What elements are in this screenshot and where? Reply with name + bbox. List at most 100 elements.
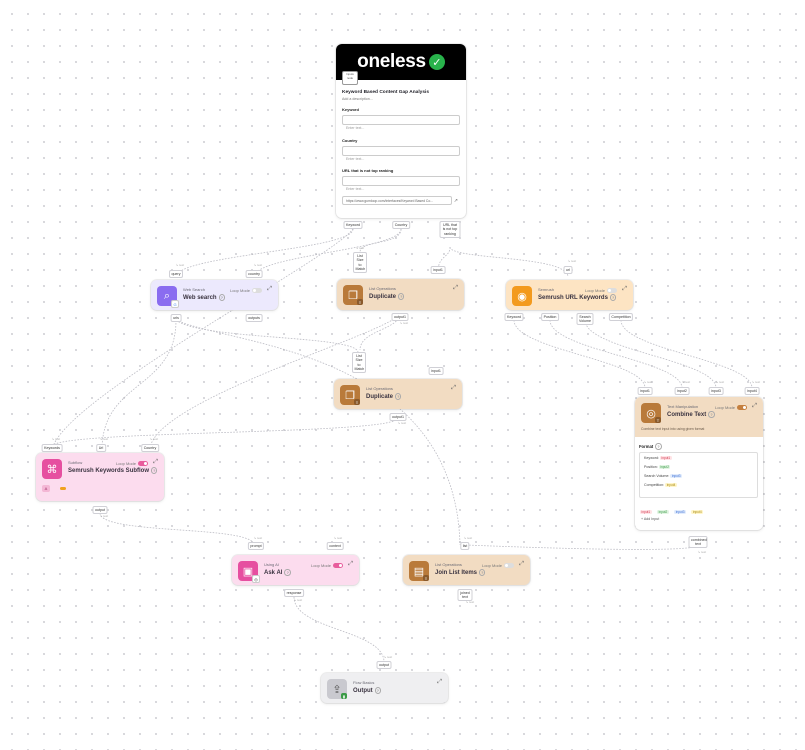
chip-input3[interactable]: input3 [674,510,686,515]
web-search-node[interactable]: ⌕ G Web Search Web search? Loop Mode ⤢ [151,280,278,310]
info-icon[interactable]: ? [284,569,291,576]
web-search-title: Web search? [183,294,226,301]
port-out-position[interactable]: Position [541,313,559,321]
info-icon[interactable]: ? [218,294,226,301]
info-icon[interactable]: ? [395,393,402,400]
info-icon[interactable]: ? [374,687,382,694]
interface-url[interactable]: https://www.gumloop.com/interfaces/Keywo… [342,196,452,205]
chip-input1[interactable]: input1 [640,510,652,515]
duplicate1-title: Duplicate? [369,293,405,300]
port-out-country[interactable]: Country [392,221,410,229]
combine-text-node[interactable]: ◎ T Text Manipulation Combine Text? Loop… [635,397,763,530]
edge-response-output [293,596,385,663]
subflow-node[interactable]: ⌘ Subflow Semrush Keywords Subflow? Loop… [36,453,164,501]
port-in-input1[interactable]: input1 [430,266,446,274]
port-in-url[interactable]: Url [96,444,106,452]
port-in-output[interactable]: output [376,661,392,669]
port-out-competition[interactable]: Competition [608,313,634,321]
port-in-input1[interactable]: input1 [637,387,653,395]
info-icon[interactable]: ? [479,569,486,576]
web-search-loop-mode[interactable]: Loop Mode [230,288,262,294]
port-in-list-size[interactable]: List Size to Match [352,352,366,373]
port-in-url[interactable]: url [563,266,573,274]
port-out-output1[interactable]: output1 [389,413,407,421]
chip-input1: input1 [659,456,672,461]
add-input-button[interactable]: + Add Input [641,517,659,521]
port-in-list-size[interactable]: List Size to Match [353,252,367,273]
join-title: Join List Items? [435,569,486,576]
keyword-field[interactable] [343,124,459,132]
port-in-input2[interactable]: input2 [674,387,690,395]
semrush-title: Semrush URL Keywords? [538,294,617,301]
country-field[interactable] [343,155,459,163]
port-out-joined-text[interactable]: joined text [457,589,473,601]
loop-toggle[interactable] [504,563,514,569]
port-in-keywords[interactable]: Keywords [41,444,63,452]
expand-icon[interactable]: ⤢ [453,285,458,291]
port-out-response[interactable]: response [284,589,304,597]
expand-icon[interactable]: ⤢ [153,459,158,465]
format-editor[interactable]: Keyword:input1 Position:input2 Search Vo… [639,452,758,498]
expand-icon[interactable]: ⤢ [622,286,627,292]
expand-icon[interactable]: ⤢ [752,403,757,409]
port-out-combined-text[interactable]: combined text [688,536,708,548]
subflow-icon: ⌘ [42,459,62,479]
loop-toggle[interactable] [607,288,617,294]
duplicate-node-2[interactable]: ❐ ≡ List Operations Duplicate? ⤢ [334,379,462,409]
port-out-search-volume[interactable]: Search Volume [576,313,594,325]
loop-toggle[interactable] [737,405,747,411]
url-field[interactable] [343,185,459,193]
join-loop-mode[interactable]: Loop Mode [481,563,514,569]
avatar: A [42,485,50,492]
port-in-input1[interactable]: input1 [428,367,444,375]
duplicate-node-1[interactable]: ❐ ≡ List Operations Duplicate? ⤢ [337,279,464,310]
input-node-description[interactable]: Add a description... [342,97,373,101]
port-out-outputs[interactable]: outputs [245,314,263,322]
external-link-icon[interactable]: ↗ [453,198,458,204]
port-out-keyword[interactable]: Keyword [343,221,363,229]
port-in-input4[interactable]: input4 [744,387,760,395]
join-list-node[interactable]: ▤ ≡ List Operations Join List Items? Loo… [403,555,530,585]
port-in-country[interactable]: Country [141,444,159,452]
loop-toggle[interactable] [333,563,343,569]
port-out-output1[interactable]: output1 [391,313,409,321]
loop-toggle[interactable] [138,461,148,467]
port-out-keyword[interactable]: Keyword [504,313,524,321]
info-icon[interactable]: ? [655,443,662,450]
input-node[interactable]: oneless ✓ Inputs node Keyword Based Cont… [336,44,466,218]
combine-loop-mode[interactable]: Loop Mode [715,405,747,411]
output-node[interactable]: ⇪ ▮ Flow Basics Output? ⤢ [321,673,448,703]
chip-input2[interactable]: input2 [657,510,669,515]
loop-mode-label: Loop Mode [481,563,502,568]
ask-ai-node[interactable]: ▣ ◎ Using AI Ask AI? Loop Mode ⤢ [232,555,359,585]
port-in-context[interactable]: context [326,542,344,550]
format-line-2: Position:input2 [644,465,671,470]
expand-icon[interactable]: ⤢ [348,561,353,567]
port-out-url[interactable]: URL that is not top ranking [439,221,461,238]
expand-icon[interactable]: ⤢ [451,385,456,391]
expand-icon[interactable]: ⤢ [519,561,524,567]
edge-url-semrush [449,246,569,278]
loop-toggle[interactable] [252,288,262,294]
expand-icon[interactable]: ⤢ [267,286,272,292]
info-icon[interactable]: ? [398,293,405,300]
semrush-loop-mode[interactable]: Loop Mode [585,288,617,294]
info-icon[interactable]: ? [609,294,617,301]
port-out-urls[interactable]: urls [170,314,182,322]
port-in-country[interactable]: country [245,270,263,278]
semrush-node[interactable]: ◉ Semrush Semrush URL Keywords? Loop Mod… [506,280,633,310]
text-badge-icon: T [655,417,661,423]
expand-icon[interactable]: ⤢ [437,679,442,685]
ask-ai-loop-mode[interactable]: Loop Mode [311,563,343,569]
port-out-output[interactable]: output [92,506,108,514]
subflow-loop-mode[interactable]: Loop Mode [116,461,148,467]
info-icon[interactable]: ? [708,411,715,418]
port-in-input3[interactable]: input3 [708,387,724,395]
chip-input4[interactable]: input4 [691,510,704,515]
port-in-query[interactable]: query [169,270,183,278]
edge-type-label: ↳ text [99,514,109,518]
country-field-wrap [342,146,460,163]
info-icon[interactable]: ? [151,467,158,474]
port-in-list[interactable]: list [460,542,470,550]
port-in-prompt[interactable]: prompt [247,542,265,550]
